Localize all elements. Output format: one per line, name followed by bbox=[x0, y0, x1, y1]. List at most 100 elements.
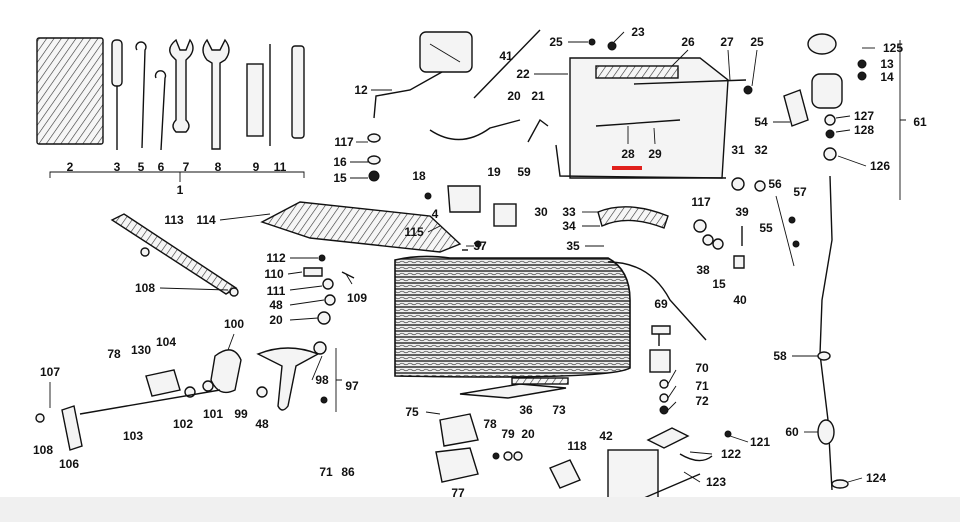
bracket-77 bbox=[435, 447, 479, 483]
lower-right-parts bbox=[549, 427, 732, 499]
label-103: 103 bbox=[123, 429, 143, 443]
label-98: 98 bbox=[315, 373, 329, 387]
box-spanner bbox=[246, 63, 264, 137]
label-32: 32 bbox=[754, 143, 768, 157]
label-35: 35 bbox=[566, 239, 580, 253]
frame-42 bbox=[607, 449, 659, 499]
mirror-head bbox=[419, 31, 473, 73]
label-69: 69 bbox=[654, 297, 668, 311]
label-27: 27 bbox=[720, 35, 734, 49]
label-75: 75 bbox=[405, 405, 419, 419]
label-108b: 108 bbox=[33, 443, 53, 457]
bracket-59 bbox=[493, 203, 517, 227]
label-59: 59 bbox=[517, 165, 531, 179]
window-seal-30 bbox=[555, 144, 727, 179]
label-34: 34 bbox=[562, 219, 576, 233]
label-108: 108 bbox=[135, 281, 155, 295]
pillar-41 bbox=[473, 29, 541, 99]
label-23: 23 bbox=[631, 25, 645, 39]
nut-15 bbox=[368, 170, 380, 182]
label-125: 125 bbox=[883, 41, 903, 55]
label-12: 12 bbox=[354, 83, 368, 97]
label-9: 9 bbox=[253, 160, 260, 174]
washer-16 bbox=[367, 155, 381, 165]
label-2: 2 bbox=[67, 160, 74, 174]
label-128: 128 bbox=[854, 123, 874, 137]
label-8: 8 bbox=[215, 160, 222, 174]
label-38: 38 bbox=[696, 263, 710, 277]
label-26: 26 bbox=[681, 35, 695, 49]
label-79: 79 bbox=[501, 427, 515, 441]
mirror-stem bbox=[373, 71, 443, 119]
label-70: 70 bbox=[695, 361, 709, 375]
label-117: 117 bbox=[334, 135, 354, 149]
strip-73 bbox=[511, 377, 569, 385]
label-3: 3 bbox=[114, 160, 121, 174]
screw-25 bbox=[588, 38, 596, 46]
label-71: 71 bbox=[695, 379, 709, 393]
wrench-6 bbox=[154, 70, 167, 151]
label-110: 110 bbox=[264, 267, 284, 281]
bracket-54 bbox=[783, 89, 809, 127]
label-30: 30 bbox=[534, 205, 548, 219]
label-71b: 71 bbox=[319, 465, 333, 479]
label-11: 11 bbox=[274, 160, 287, 174]
label-4: 4 bbox=[432, 207, 439, 221]
label-61: 61 bbox=[913, 115, 927, 129]
label-39: 39 bbox=[735, 205, 749, 219]
label-31: 31 bbox=[731, 143, 745, 157]
label-1: 1 bbox=[177, 183, 184, 197]
label-72: 72 bbox=[695, 394, 709, 408]
bracket-121 bbox=[646, 427, 690, 449]
label-86: 86 bbox=[341, 465, 355, 479]
label-109: 109 bbox=[347, 291, 367, 305]
label-37: 37 bbox=[473, 239, 487, 253]
part-labels: 2 3 5 6 7 8 9 11 1 12 117 16 15 18 4 19 … bbox=[33, 25, 927, 500]
door-trim-panel bbox=[394, 255, 631, 378]
screw-108 bbox=[140, 247, 150, 257]
label-14: 14 bbox=[880, 70, 894, 84]
label-123: 123 bbox=[706, 475, 726, 489]
strip-36 bbox=[459, 383, 567, 399]
cap-125 bbox=[807, 33, 837, 55]
label-5: 5 bbox=[138, 160, 145, 174]
label-117b: 117 bbox=[691, 195, 711, 209]
bottom-bar bbox=[0, 497, 960, 522]
screw-18 bbox=[424, 192, 432, 200]
door-outline bbox=[607, 261, 707, 341]
mirror-assembly bbox=[367, 31, 473, 182]
label-19: 19 bbox=[487, 165, 501, 179]
label-58: 58 bbox=[773, 349, 787, 363]
label-78: 78 bbox=[107, 347, 121, 361]
panel-115 bbox=[260, 201, 462, 253]
label-118: 118 bbox=[567, 439, 587, 453]
arm-rest-assembly bbox=[110, 213, 239, 297]
screw-25b bbox=[743, 85, 753, 95]
label-101: 101 bbox=[203, 407, 223, 421]
label-106: 106 bbox=[59, 457, 79, 471]
label-73: 73 bbox=[552, 403, 566, 417]
label-56: 56 bbox=[768, 177, 782, 191]
label-29: 29 bbox=[648, 147, 662, 161]
label-126: 126 bbox=[870, 159, 890, 173]
label-127: 127 bbox=[854, 109, 874, 123]
label-13: 13 bbox=[880, 57, 894, 71]
label-121: 121 bbox=[750, 435, 770, 449]
label-112: 112 bbox=[266, 251, 286, 265]
handle-97 bbox=[256, 347, 320, 411]
label-28: 28 bbox=[621, 147, 635, 161]
latch-plate-100 bbox=[210, 349, 242, 394]
quarter-window bbox=[473, 29, 753, 179]
label-22: 22 bbox=[516, 67, 530, 81]
gauge-body bbox=[811, 73, 843, 109]
label-55: 55 bbox=[759, 221, 773, 235]
label-78b: 78 bbox=[483, 417, 497, 431]
label-102: 102 bbox=[173, 417, 193, 431]
label-54: 54 bbox=[754, 115, 768, 129]
label-57: 57 bbox=[793, 185, 807, 199]
label-114: 114 bbox=[196, 213, 216, 227]
label-20c: 20 bbox=[521, 427, 535, 441]
label-100: 100 bbox=[224, 317, 244, 331]
label-122: 122 bbox=[721, 447, 741, 461]
